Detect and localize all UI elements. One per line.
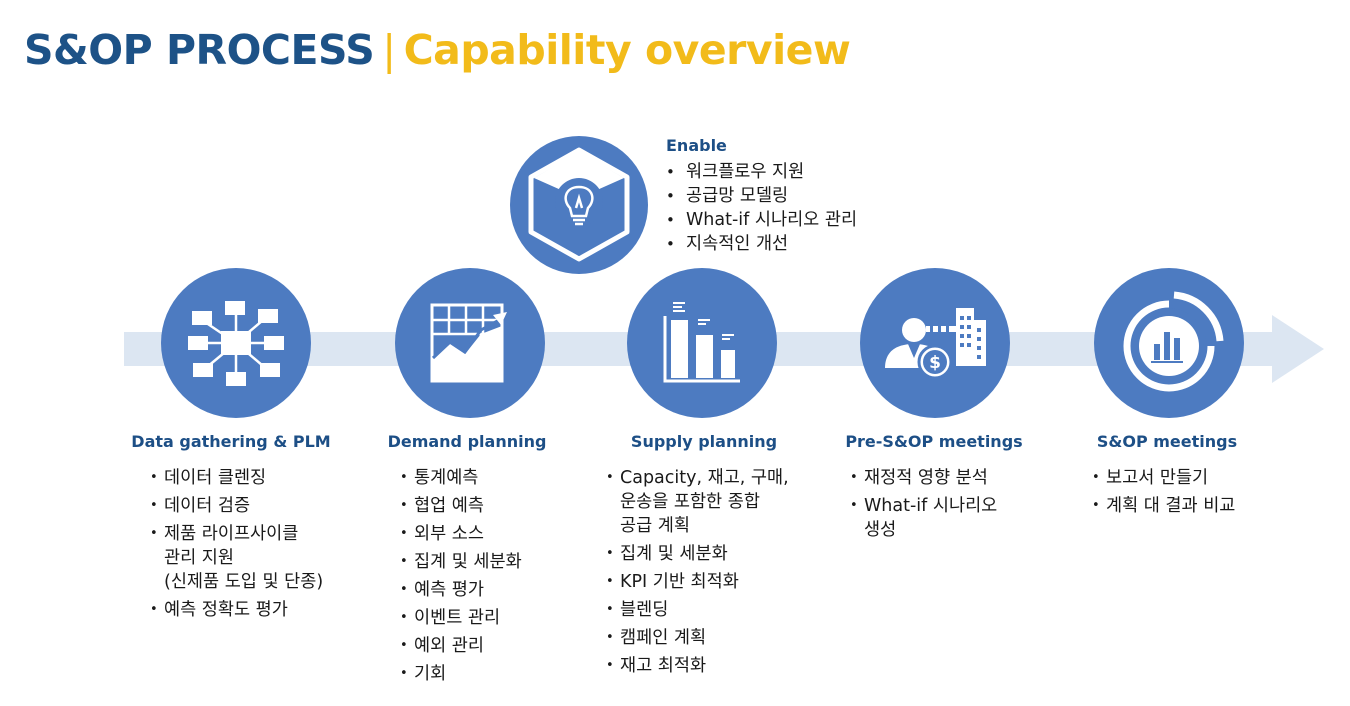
stage-circle-pre-sop-meetings: $ xyxy=(860,268,1010,418)
stage-list-sop-meetings: 보고서 만들기 계획 대 결과 비교 xyxy=(1092,466,1292,522)
title-main: S&OP PROCESS xyxy=(24,26,375,74)
stage-list-pre-sop-meetings: 재정적 영향 분석 What-if 시나리오 생성 xyxy=(850,466,1050,546)
lightbulb-cube-icon xyxy=(528,147,630,262)
person-dollar-building-icon: $ xyxy=(885,308,986,380)
list-item: KPI 기반 최적화 xyxy=(606,570,836,594)
list-item: 기회 xyxy=(400,662,590,686)
list-item: 예측 평가 xyxy=(400,578,590,602)
list-item: 캠페인 계획 xyxy=(606,626,836,650)
list-item: 데이터 클렌징 xyxy=(150,466,370,490)
stage-circle-supply-planning xyxy=(627,268,777,418)
stage-title-sop-meetings: S&OP meetings xyxy=(1096,432,1238,451)
list-item: 이벤트 관리 xyxy=(400,606,590,630)
stage-title-data-gathering: Data gathering & PLM xyxy=(131,432,331,451)
list-item: 외부 소스 xyxy=(400,522,590,546)
list-item: 공급망 모델링 xyxy=(666,184,857,208)
title-subtitle: Capability overview xyxy=(403,26,851,74)
enable-list: 워크플로우 지원 공급망 모델링 What-if 시나리오 관리 지속적인 개선 xyxy=(666,160,857,256)
stage-list-demand-planning: 통계예측 협업 예측 외부 소스 집계 및 세분화 예측 평가 이벤트 관리 예… xyxy=(400,466,590,690)
trend-chart-icon xyxy=(430,303,507,383)
list-item: 통계예측 xyxy=(400,466,590,490)
stage-circle-sop-meetings xyxy=(1094,268,1244,418)
bar-chart-icon xyxy=(663,302,740,383)
list-item: 워크플로우 지원 xyxy=(666,160,857,184)
list-item: 재정적 영향 분석 xyxy=(850,466,1050,490)
list-item: 블렌딩 xyxy=(606,598,836,622)
stage-list-data-gathering: 데이터 클렌징 데이터 검증 제품 라이프사이클 관리 지원 (신제품 도입 및… xyxy=(150,466,370,626)
stage-circle-data-gathering xyxy=(161,268,311,418)
page-title: S&OP PROCESS|Capability overview xyxy=(24,22,851,78)
list-item: 예측 정확도 평가 xyxy=(150,598,370,622)
svg-text:$: $ xyxy=(929,353,941,373)
list-item: 집계 및 세분화 xyxy=(400,550,590,574)
list-item: 데이터 검증 xyxy=(150,494,370,518)
enable-title: Enable xyxy=(666,136,727,155)
list-item: What-if 시나리오 생성 xyxy=(850,494,1050,542)
stage-title-supply-planning: Supply planning xyxy=(630,432,778,451)
list-item: 보고서 만들기 xyxy=(1092,466,1292,490)
title-separator: | xyxy=(382,26,396,74)
stage-title-demand-planning: Demand planning xyxy=(387,432,547,451)
network-hub-icon xyxy=(188,301,284,386)
list-item: Capacity, 재고, 구매, 운송을 포함한 종합 공급 계획 xyxy=(606,466,836,538)
stage-list-supply-planning: Capacity, 재고, 구매, 운송을 포함한 종합 공급 계획 집계 및 … xyxy=(606,466,836,682)
list-item: 협업 예측 xyxy=(400,494,590,518)
list-item: 지속적인 개선 xyxy=(666,232,857,256)
list-item: 제품 라이프사이클 관리 지원 (신제품 도입 및 단종) xyxy=(150,522,370,594)
list-item: 계획 대 결과 비교 xyxy=(1092,494,1292,518)
list-item: What-if 시나리오 관리 xyxy=(666,208,857,232)
enable-circle xyxy=(510,136,648,274)
list-item: 예외 관리 xyxy=(400,634,590,658)
stage-title-pre-sop-meetings: Pre-S&OP meetings xyxy=(845,432,1023,451)
pie-dashboard-icon xyxy=(1123,291,1224,392)
list-item: 재고 최적화 xyxy=(606,654,836,678)
list-item: 집계 및 세분화 xyxy=(606,542,836,566)
stage-circle-demand-planning xyxy=(395,268,545,418)
